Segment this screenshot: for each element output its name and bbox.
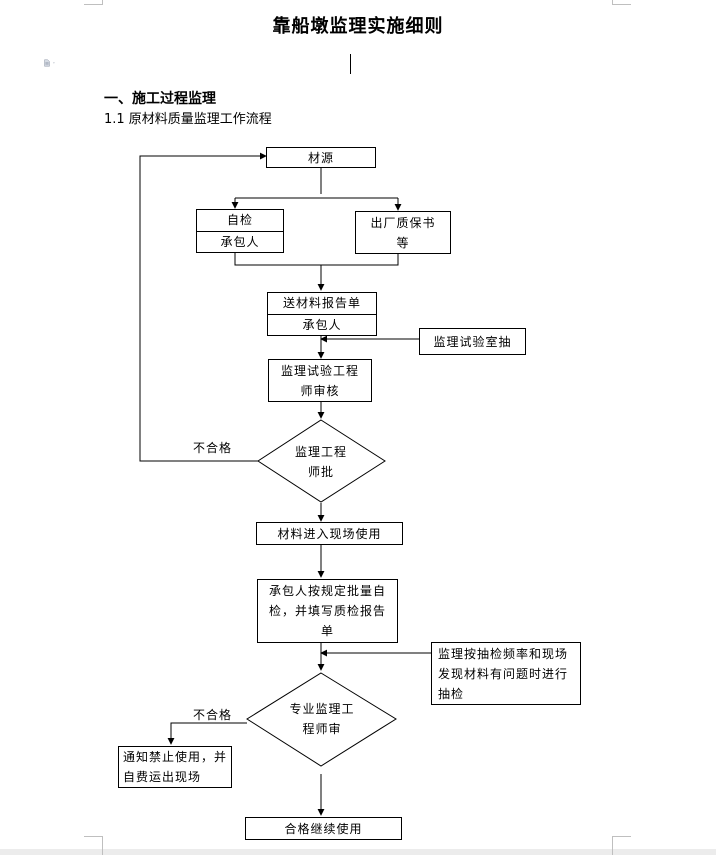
contractor-label: 承包人 bbox=[197, 230, 283, 253]
self-check-box: 自检 承包人 bbox=[196, 209, 284, 253]
section-heading: 一、施工过程监理 bbox=[104, 91, 216, 107]
approve-diamond bbox=[257, 419, 386, 503]
material-report-box: 送材料报告单 承包人 bbox=[267, 292, 377, 336]
page-corner-mark bbox=[84, 836, 103, 855]
material-report-label: 送材料报告单 bbox=[282, 296, 361, 311]
page-corner-mark bbox=[612, 0, 631, 5]
contractor-label: 承包人 bbox=[268, 313, 376, 336]
subsection-heading: 1.1 原材料质量监理工作流程 bbox=[104, 112, 272, 127]
text-cursor bbox=[350, 54, 351, 74]
reject-label: 不合格 bbox=[193, 708, 233, 722]
review-diamond-text: 专业监理工程师审 bbox=[289, 702, 355, 736]
notify-box: 通知禁止使用，并自费运出现场 bbox=[118, 746, 232, 788]
page-corner-mark bbox=[612, 836, 631, 855]
materials-box: 材源 bbox=[266, 147, 376, 168]
pass-box: 合格继续使用 bbox=[245, 817, 402, 840]
enter-site-box: 材料进入现场使用 bbox=[256, 522, 403, 545]
reject-label: 不合格 bbox=[193, 441, 233, 455]
document-icon[interactable] bbox=[44, 56, 56, 70]
lab-engineer-review-box: 监理试验工程师审核 bbox=[268, 359, 372, 402]
lab-sampling-box: 监理试验室抽 bbox=[419, 328, 526, 355]
page-corner-mark bbox=[84, 0, 103, 5]
batch-check-box: 承包人按规定批量自检，并填写质检报告单 bbox=[257, 579, 398, 643]
self-check-label: 自检 bbox=[226, 213, 253, 228]
approve-diamond-text: 监理工程师批 bbox=[294, 445, 347, 479]
document-title: 靠船墩监理实施细则 bbox=[272, 16, 444, 37]
spot-check-box: 监理按抽检频率和现场发现材料有问题时进行抽检 bbox=[431, 642, 581, 705]
factory-cert-box: 出厂质保书等 bbox=[355, 211, 451, 254]
review-diamond bbox=[246, 672, 397, 767]
